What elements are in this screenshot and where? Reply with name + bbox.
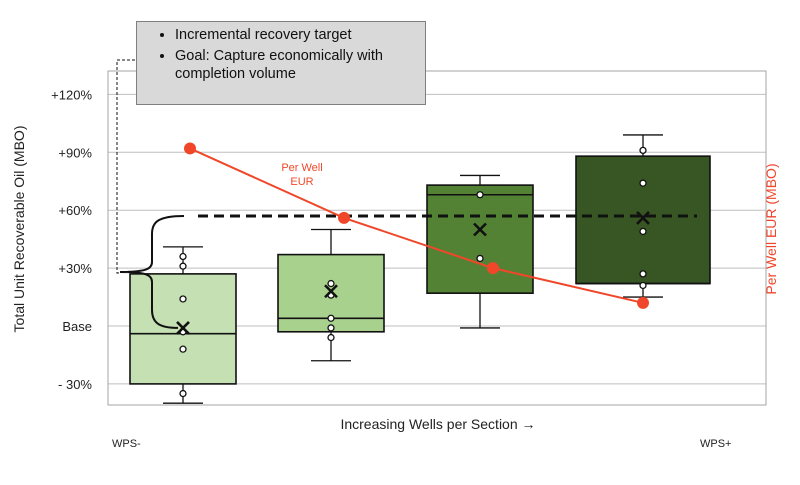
data-point: [327, 314, 335, 322]
x-axis-label: Increasing Wells per Section →: [340, 416, 535, 432]
data-point: [639, 179, 647, 187]
callout-box: Incremental recovery target Goal: Captur…: [136, 21, 426, 105]
box-4: [575, 134, 711, 298]
data-point: [179, 389, 187, 398]
y-tick-label: +30%: [58, 261, 92, 276]
y-axis-label: Total Unit Recoverable Oil (MBO): [11, 126, 27, 333]
eur-point: [184, 142, 196, 155]
callout-item: Incremental recovery target: [175, 26, 417, 44]
eur-annotation-line1: Per Well: [281, 162, 322, 174]
data-point: [327, 324, 335, 332]
data-point: [179, 345, 187, 353]
data-point: [476, 254, 484, 263]
data-point: [639, 146, 647, 155]
eur-point: [338, 211, 350, 224]
y-axis-ticks: - 30% Base +30% +60% +90% +120%: [51, 87, 92, 392]
box-3: [426, 174, 534, 329]
eur-series: [184, 142, 649, 309]
eur-annotation-line2: EUR: [290, 176, 313, 188]
data-point: [179, 295, 187, 303]
data-point: [476, 191, 484, 199]
plot-frame: [107, 70, 767, 406]
data-point: [179, 262, 187, 270]
box-iqr: [575, 155, 711, 285]
data-point: [327, 333, 335, 342]
y-tick-label: +120%: [51, 87, 92, 102]
mean-marker: [473, 222, 487, 237]
data-point: [639, 270, 647, 278]
data-point: [179, 252, 187, 261]
box-2: [277, 228, 385, 362]
box-iqr: [426, 184, 534, 294]
secondary-y-axis-label: Per Well EUR (MBO): [763, 163, 779, 294]
mean-marker: [636, 211, 650, 225]
callout-item: Goal: Capture economically with completi…: [175, 47, 417, 83]
box-series: [129, 134, 711, 404]
y-tick-label: +60%: [58, 203, 92, 218]
mean-marker: [324, 284, 338, 299]
y-tick-label: Base: [62, 319, 92, 334]
x-axis-right-label: WPS+: [700, 438, 731, 450]
data-point: [639, 227, 647, 236]
eur-point: [637, 296, 649, 309]
callout-connector: [116, 59, 135, 274]
data-point: [639, 281, 647, 290]
x-axis-left-label: WPS-: [112, 438, 141, 450]
y-tick-label: - 30%: [58, 377, 92, 392]
box-1: [129, 246, 237, 404]
mean-marker: [176, 321, 190, 335]
data-point: [327, 279, 335, 288]
eur-line: [189, 147, 644, 304]
eur-point: [487, 262, 499, 275]
curly-brace: [119, 214, 185, 329]
y-tick-label: +90%: [58, 145, 92, 160]
